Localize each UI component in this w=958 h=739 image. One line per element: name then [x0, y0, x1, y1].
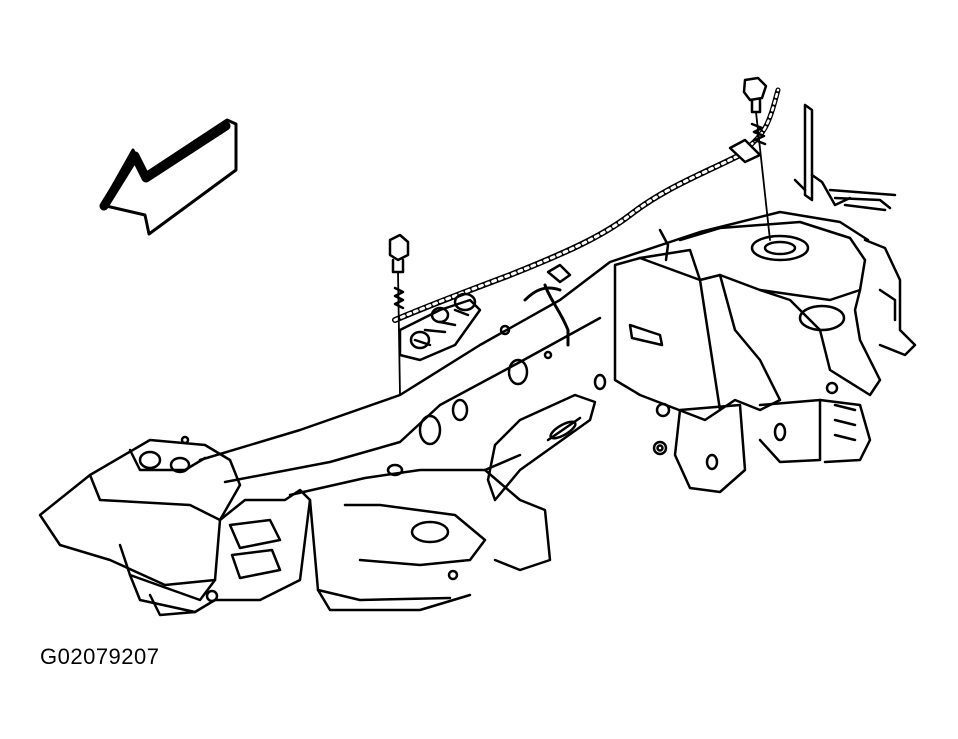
support-post: [793, 103, 897, 212]
fasteners: [180, 435, 459, 603]
figure-id-label: G02079207: [40, 644, 160, 669]
rear-mount: [613, 220, 917, 494]
side-bracket: [486, 393, 597, 502]
rail-holes: [386, 324, 607, 477]
bolt-icon: [742, 76, 771, 241]
front-crossmember: [38, 438, 312, 617]
bolt-icon: [388, 233, 410, 396]
frame-rail: [198, 210, 870, 612]
direction-arrow-icon: [99, 118, 238, 236]
wiring-harness: [392, 87, 781, 362]
